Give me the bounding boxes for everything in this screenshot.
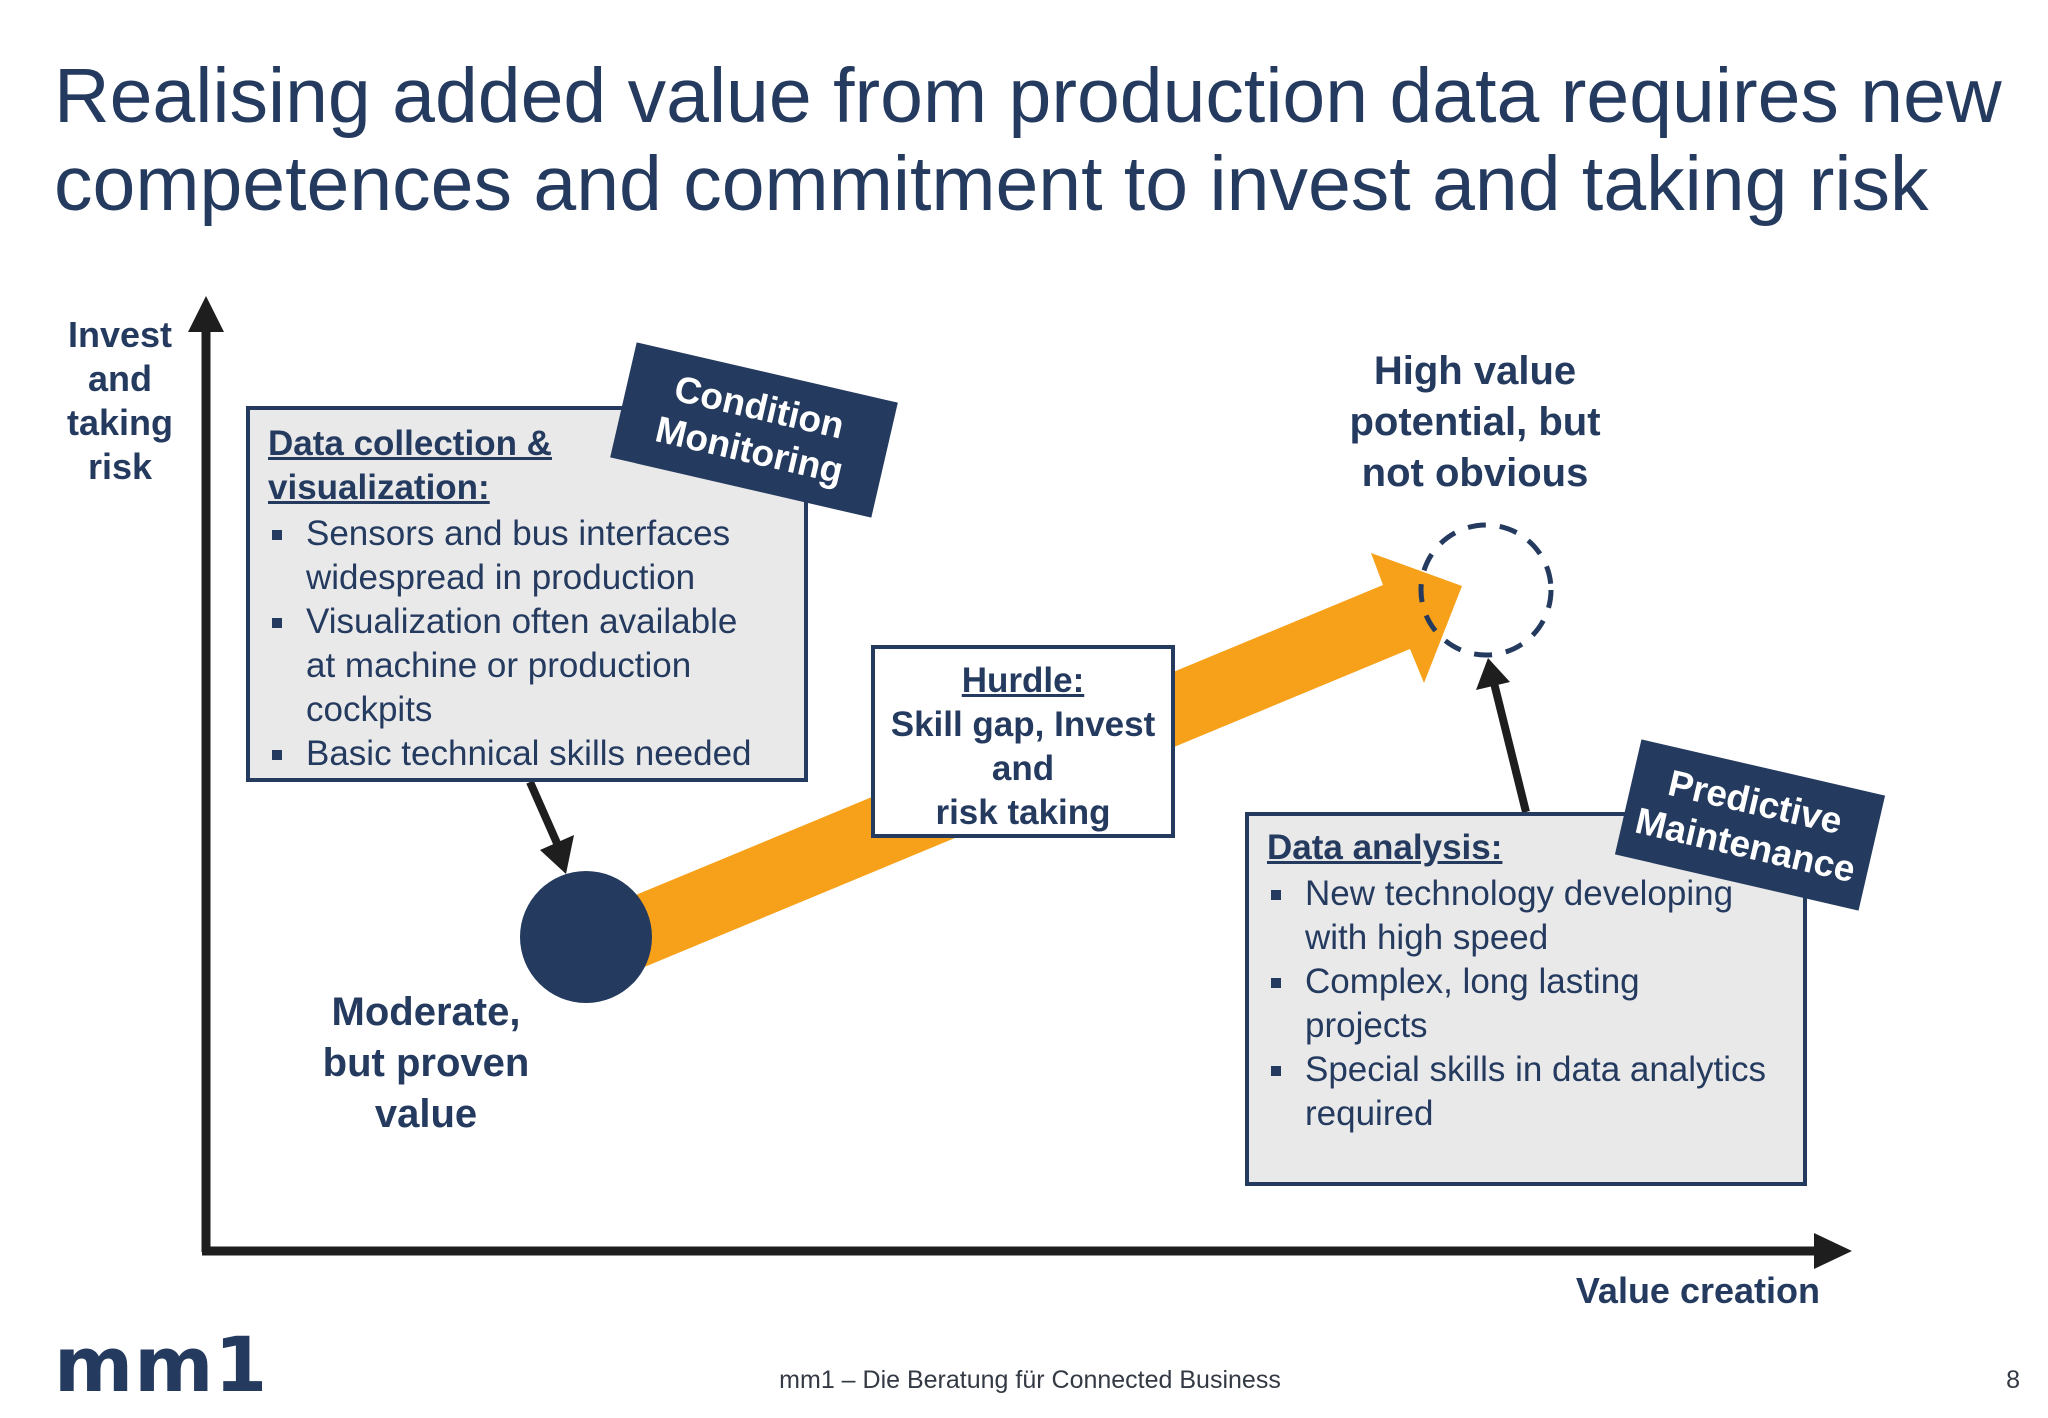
bullet-line: at machine or production (306, 646, 692, 685)
note-line: Moderate, (331, 990, 521, 1034)
data-analysis-bullets: New technology developing with high spee… (1267, 872, 1787, 1136)
slide-title: Realising added value from production da… (54, 52, 2002, 228)
y-axis-label-line-2: and (87, 358, 152, 399)
x-axis-label: Value creation (1575, 1270, 1820, 1311)
page-number: 8 (2006, 1366, 2020, 1394)
bullet-line: with high speed (1305, 918, 1549, 957)
bullet-line: cockpits (306, 690, 433, 729)
note-line: potential, but (1349, 400, 1601, 444)
bullet-line: Complex, long lasting (1305, 962, 1640, 1001)
data-collection-bullets: Sensors and bus interfaces widespread in… (268, 512, 788, 776)
y-axis-label-line-1: Invest (67, 314, 173, 355)
bullet-line: Special skills in data analytics (1305, 1050, 1767, 1089)
bullet-item: Complex, long lasting projects (1267, 960, 1787, 1048)
bullet-line: Visualization often available (306, 602, 738, 641)
hurdle-heading: Hurdle: (961, 661, 1085, 700)
data-collection-heading-line-1: Data collection & (268, 424, 552, 463)
y-axis-label-line-4: risk (87, 446, 153, 487)
bullet-line: required (1305, 1094, 1434, 1133)
bullet-line: Sensors and bus interfaces (306, 514, 731, 553)
bullet-item: Basic technical skills needed (268, 732, 788, 776)
moderate-value-note: Moderate, but proven value (286, 987, 566, 1140)
right-box-connector (1490, 682, 1530, 813)
hurdle-line: risk taking (935, 793, 1111, 832)
title-line-1: Realising added value from production da… (54, 53, 2002, 139)
left-box-connector-arrowhead (540, 835, 574, 874)
bullet-line: Basic technical skills needed (306, 734, 752, 773)
note-line: value (374, 1092, 478, 1136)
right-box-connector-arrowhead (1476, 658, 1510, 690)
start-point-circle (520, 871, 652, 1003)
high-value-note: High value potential, but not obvious (1300, 346, 1650, 499)
title-line-2: competences and commitment to invest and… (54, 141, 1929, 227)
bullet-item: Sensors and bus interfaces widespread in… (268, 512, 788, 600)
data-analysis-heading: Data analysis: (1267, 828, 1503, 867)
bullet-item: New technology developing with high spee… (1267, 872, 1787, 960)
left-box-connector (526, 780, 564, 852)
hurdle-line: and (991, 749, 1055, 788)
hurdle-line: Skill gap, Invest (890, 705, 1156, 744)
note-line: High value (1373, 349, 1577, 393)
y-axis-label-line-3: taking (66, 402, 173, 443)
target-dashed-circle (1418, 522, 1554, 658)
note-line: not obvious (1361, 451, 1589, 495)
y-axis-arrowhead (188, 296, 224, 332)
mm1-logo: mm1 (54, 1320, 269, 1409)
note-line: but proven (322, 1041, 530, 1085)
x-axis-arrowhead (1814, 1233, 1852, 1269)
footer-tagline: mm1 – Die Beratung für Connected Busines… (779, 1366, 1281, 1394)
bullet-line: New technology developing (1305, 874, 1734, 913)
bullet-line: widespread in production (306, 558, 696, 597)
bullet-item: Special skills in data analytics require… (1267, 1048, 1787, 1136)
bullet-item: Visualization often available at machine… (268, 600, 788, 732)
y-axis-label: Invest and taking risk (40, 313, 200, 489)
hurdle-box: Hurdle: Skill gap, Invest and risk takin… (871, 645, 1175, 838)
data-collection-heading-line-2: visualization: (268, 468, 490, 507)
bullet-line: projects (1305, 1006, 1428, 1045)
